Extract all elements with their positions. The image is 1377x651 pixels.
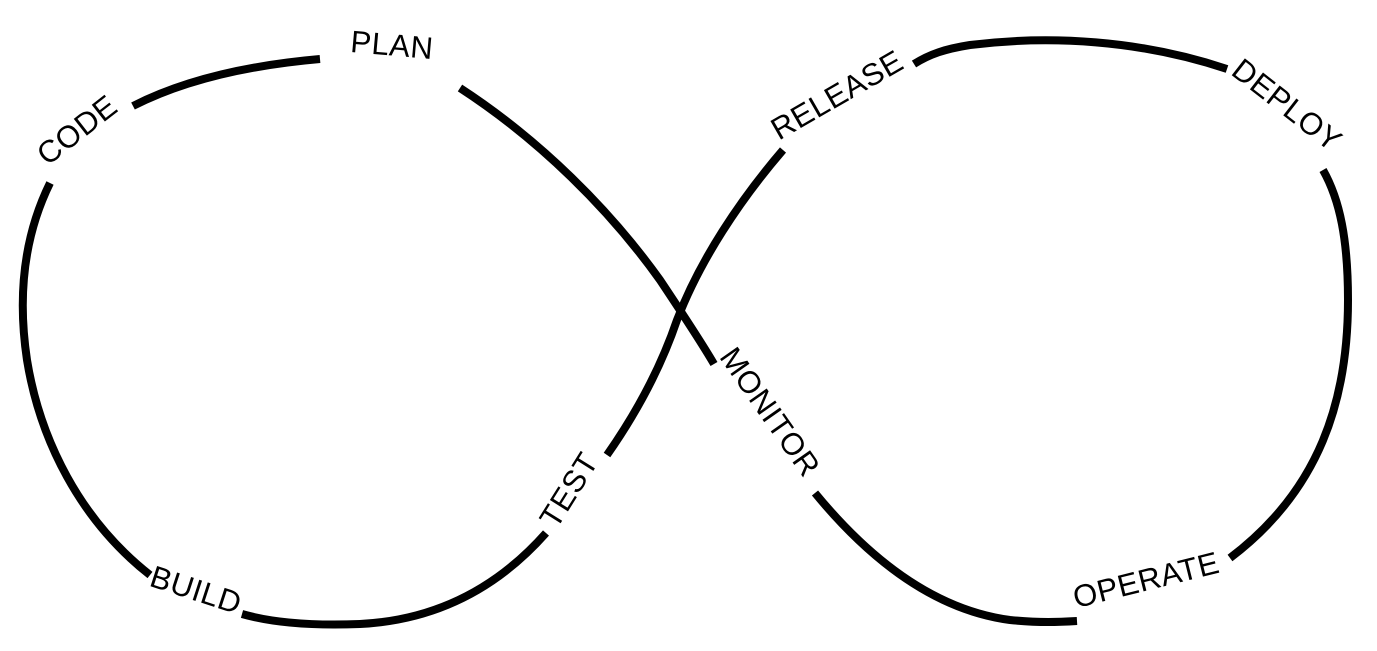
loop-segment-monitor-to-operate	[811, 490, 1078, 626]
stage-label-release: RELEASE	[765, 43, 909, 147]
loop-segment-operate-to-deploy	[1227, 168, 1352, 562]
stage-label-build: BUILD	[146, 559, 246, 621]
loop-segment-plan-to-monitor	[457, 84, 718, 367]
stage-label-test: TEST	[533, 446, 606, 533]
stage-label-plan: PLAN	[349, 24, 435, 66]
stage-label-code: CODE	[30, 88, 124, 172]
loop-segment-code-to-plan	[131, 55, 321, 110]
stage-label-deploy: DEPLOY	[1225, 52, 1348, 159]
loop-segment-test-to-build	[240, 530, 549, 629]
loop-segment-build-to-code	[18, 181, 153, 579]
stage-label-monitor: MONITOR	[713, 341, 827, 483]
infinity-loop	[18, 36, 1352, 629]
loop-segment-release-to-test	[603, 147, 787, 458]
stage-label-operate: OPERATE	[1069, 545, 1222, 615]
loop-segment-deploy-to-release	[911, 36, 1229, 73]
